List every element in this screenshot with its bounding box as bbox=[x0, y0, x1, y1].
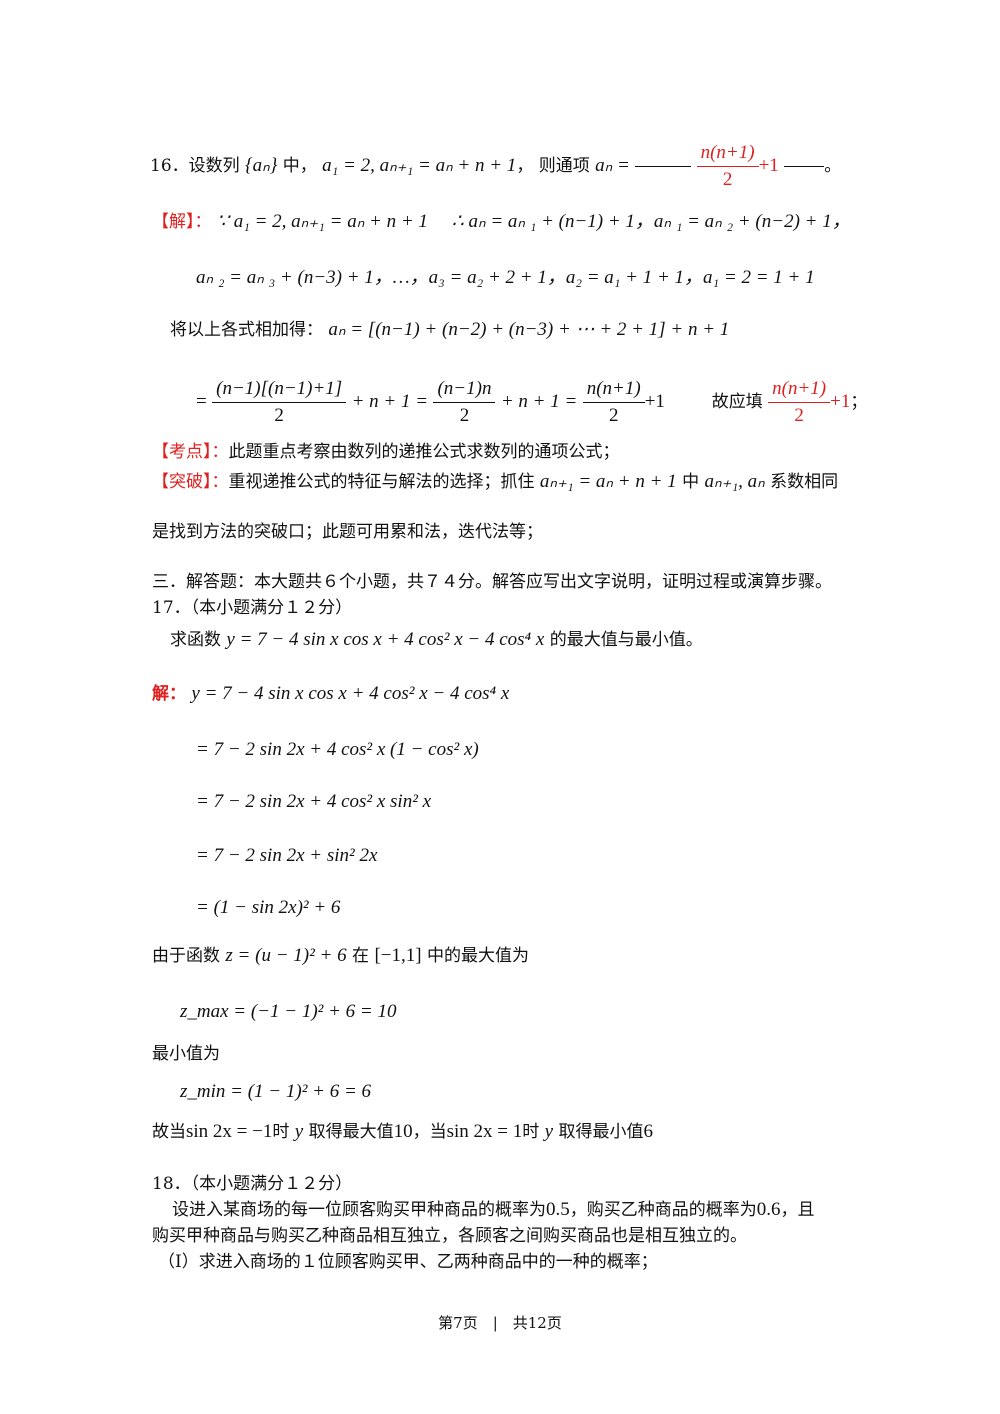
q17-c6: 10 bbox=[393, 1121, 413, 1142]
q16-answer-tail: +1 bbox=[758, 155, 779, 176]
q17-step5: = (1 − sin 2x)² + 6 bbox=[196, 897, 341, 918]
tupo-line: 【突破】：重视递推公式的特征与解法的选择；抓住 aₙ₊₁ = aₙ + n + … bbox=[152, 470, 838, 494]
q17-conclusion: 故当sin 2x = −1时 y 取得最大值10，当sin 2x = 1时 y … bbox=[152, 1120, 653, 1144]
tupo-math1: aₙ₊₁ = aₙ + n + 1 bbox=[539, 471, 677, 492]
q17-prompt-end: 的最大值与最小值。 bbox=[549, 630, 703, 650]
tupo-mid: 中 bbox=[682, 472, 700, 492]
sol16-frac1: (n−1)[(n−1)+1] 2 bbox=[212, 376, 347, 429]
q18-header: 18．（本小题满分１２分） bbox=[152, 1174, 353, 1194]
kaodian-text: 此题重点考察由数列的递推公式求数列的通项公式； bbox=[228, 442, 620, 462]
sol16-fill-den: 2 bbox=[794, 405, 804, 426]
q17-step1: y = 7 − 4 sin x cos x + 4 cos² x − 4 cos… bbox=[191, 683, 510, 704]
q17-sol-tag: 解： bbox=[152, 684, 186, 704]
sol16-line2: aₙ ₂ = aₙ ₃ + (n−3) + 1，…，a₃ = a₂ + 2 + … bbox=[196, 267, 815, 288]
q17-prompt-text: 求函数 bbox=[170, 630, 221, 650]
sol16-fill-tail: +1 bbox=[830, 391, 851, 412]
q18-l1b: ，购买乙种商品的概率为 bbox=[569, 1200, 757, 1220]
q16-seq: {aₙ} bbox=[245, 155, 278, 176]
sol16-frac2-num: (n−1)n bbox=[433, 376, 496, 403]
q17-zmin: z_min = (1 − 1)² + 6 = 6 bbox=[180, 1081, 372, 1102]
q16-lhs: aₙ = bbox=[595, 155, 630, 176]
tupo-text: 重视递推公式的特征与解法的选择；抓住 bbox=[228, 472, 535, 492]
sol16-l3-text: 将以上各式相加得： bbox=[170, 320, 323, 340]
q16-then: 则通项 bbox=[538, 156, 590, 176]
q16-comma: ， bbox=[516, 156, 534, 176]
tupo-line2: 是找到方法的突破口；此题可用累和法，迭代法等； bbox=[152, 522, 543, 542]
sol16-l1: ∵ a₁ = 2, aₙ₊₁ = aₙ + n + 1 ∴ aₙ = aₙ ₁ … bbox=[216, 211, 851, 232]
q16-end: 。 bbox=[824, 156, 842, 176]
q17-sol-line1: 解： y = 7 − 4 sin x cos x + 4 cos² x − 4 … bbox=[152, 682, 509, 706]
q17-c11: 取得最小值 bbox=[558, 1122, 644, 1142]
q17-on: 在 bbox=[352, 946, 370, 966]
q16-answer-den: 2 bbox=[722, 169, 733, 190]
q16-blank-left bbox=[635, 166, 692, 167]
q17-interval: [−1,1] bbox=[374, 945, 422, 966]
q17-step2: = 7 − 2 sin 2x + 4 cos² x (1 − cos² x) bbox=[196, 739, 479, 760]
sol16-frac3-den: 2 bbox=[608, 405, 619, 426]
q17-c9: 时 bbox=[522, 1122, 540, 1142]
sol16-frac1-den: 2 bbox=[274, 405, 284, 426]
q18-p2: 0.6 bbox=[756, 1199, 781, 1220]
q17-c4: y bbox=[294, 1121, 304, 1142]
q16-mid: 中， bbox=[282, 156, 317, 176]
sol16-l3-math: aₙ = [(n−1) + (n−2) + (n−3) + ⋯ + 2 + 1]… bbox=[328, 319, 730, 340]
q18-line1: 设进入某商场的每一位顾客购买甲种商品的概率为0.5，购买乙种商品的概率为0.6，… bbox=[172, 1198, 815, 1222]
sol16-fill-end: ； bbox=[850, 392, 868, 412]
sol16-line3: 将以上各式相加得： aₙ = [(n−1) + (n−2) + (n−3) + … bbox=[170, 318, 729, 342]
q17-max-text: 中的最大值为 bbox=[426, 946, 529, 966]
q17-c10: y bbox=[544, 1121, 554, 1142]
kaodian-tag: 【考点】： bbox=[152, 442, 229, 462]
tupo-end: 系数相同 bbox=[770, 472, 839, 492]
q16-answer-num: n(n+1) bbox=[696, 140, 759, 167]
sol16-mid2: + n + 1 = bbox=[500, 391, 578, 412]
q16-label: 16．设数列 bbox=[150, 156, 240, 176]
sol16-eq: = bbox=[196, 391, 207, 412]
sol16-frac2-den: 2 bbox=[459, 405, 470, 426]
q18-line3: （Ⅰ）求进入商场的１位顾客购买甲、乙两种商品中的一种的概率； bbox=[158, 1252, 658, 1272]
q17-since-line: 由于函数 z = (u − 1)² + 6 在 [−1,1] 中的最大值为 bbox=[152, 944, 529, 968]
q16-blank-right bbox=[784, 166, 825, 167]
q17-c12: 6 bbox=[643, 1121, 654, 1142]
q16-answer-fraction: n(n+1) 2 bbox=[696, 140, 759, 193]
sol16-frac3-num: n(n+1) bbox=[582, 376, 645, 403]
q17-c3: 时 bbox=[272, 1122, 290, 1142]
sol16-line4: = (n−1)[(n−1)+1] 2 + n + 1 = (n−1)n 2 + … bbox=[196, 372, 867, 432]
q17-c8: sin 2x = 1 bbox=[446, 1121, 523, 1142]
sol16-line1: 【解】： ∵ a₁ = 2, aₙ₊₁ = aₙ + n + 1 ∴ aₙ = … bbox=[152, 210, 851, 234]
q16-cond: a₁ = 2, aₙ₊₁ = aₙ + n + 1 bbox=[322, 155, 517, 176]
sol16-fill-num: n(n+1) bbox=[768, 376, 831, 403]
q17-prompt: 求函数 y = 7 − 4 sin x cos x + 4 cos² x − 4… bbox=[170, 628, 703, 652]
sol16-tail: +1 bbox=[644, 391, 665, 412]
q18-l1c: ，且 bbox=[780, 1200, 815, 1220]
sol16-frac3: n(n+1) 2 bbox=[582, 376, 645, 429]
q18-p1: 0.5 bbox=[546, 1199, 570, 1220]
q17-zmax: z_max = (−1 − 1)² + 6 = 10 bbox=[180, 1001, 397, 1022]
section3-heading: 三．解答题：本大题共６个小题，共７４分。解答应写出文字说明，证明过程或演算步骤。 bbox=[152, 572, 832, 592]
kaodian-line: 【考点】：此题重点考察由数列的递推公式求数列的通项公式； bbox=[152, 440, 620, 464]
sol16-frac1-num: (n−1)[(n−1)+1] bbox=[212, 376, 347, 403]
sol16-fill-text: 故应填 bbox=[711, 392, 763, 412]
q17-step4: = 7 − 2 sin 2x + sin² 2x bbox=[196, 845, 378, 866]
q17-c5: 取得最大值 bbox=[308, 1122, 394, 1142]
q17-since: 由于函数 bbox=[152, 946, 220, 966]
sol16-fill-fraction: n(n+1) 2 bbox=[768, 376, 831, 429]
sol16-tag: 【解】： bbox=[152, 212, 212, 232]
sol16-mid1: + n + 1 = bbox=[351, 391, 429, 412]
q17-zfunc: z = (u − 1)² + 6 bbox=[225, 945, 347, 966]
tupo-tag: 【突破】： bbox=[152, 472, 229, 492]
q17-header: 17．（本小题满分１２分） bbox=[152, 598, 353, 618]
q18-line2: 购买甲种商品与购买乙种商品相互独立，各顾客之间购买商品也是相互独立的。 bbox=[152, 1226, 747, 1246]
page-footer: 第7页 | 共12页 bbox=[438, 1314, 562, 1332]
sol16-frac2: (n−1)n 2 bbox=[433, 376, 496, 429]
q17-min-label: 最小值为 bbox=[152, 1044, 220, 1064]
q17-c7: ，当 bbox=[412, 1122, 447, 1142]
q18-l1a: 设进入某商场的每一位顾客购买甲种商品的概率为 bbox=[172, 1200, 546, 1220]
tupo-math2: aₙ₊₁, aₙ bbox=[704, 471, 765, 492]
q17-step3: = 7 − 2 sin 2x + 4 cos² x sin² x bbox=[196, 791, 432, 812]
q17-c1: 故当 bbox=[152, 1122, 186, 1142]
q16-line: 16．设数列 {aₙ} 中， a₁ = 2, aₙ₊₁ = aₙ + n + 1… bbox=[150, 140, 841, 193]
q17-c2: sin 2x = −1 bbox=[186, 1121, 273, 1142]
q17-func: y = 7 − 4 sin x cos x + 4 cos² x − 4 cos… bbox=[226, 629, 545, 650]
